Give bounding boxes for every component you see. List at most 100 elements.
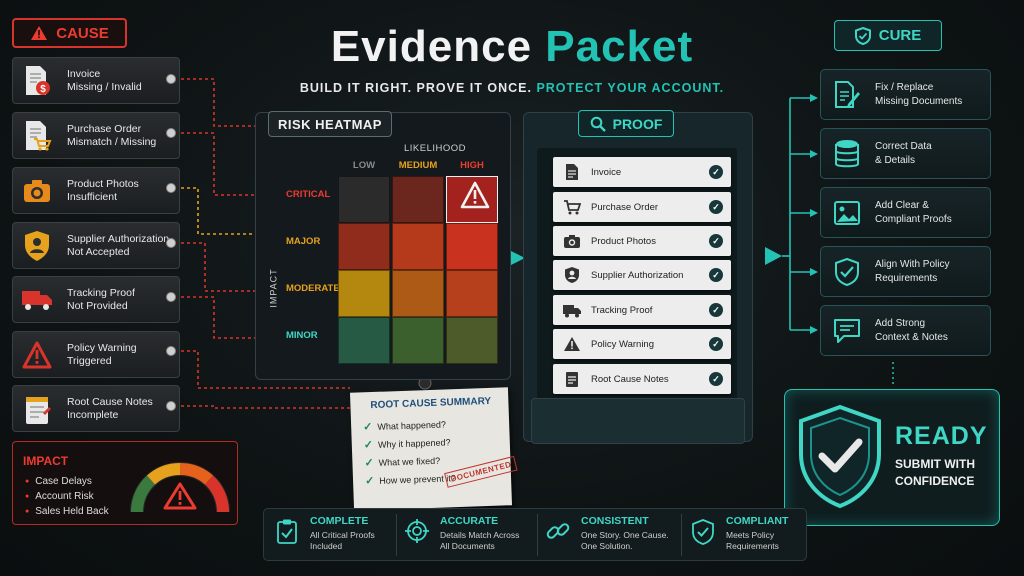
purchase-order-cart-icon (19, 118, 55, 154)
warning-triangle-icon (460, 181, 490, 209)
notepad-icon (561, 370, 583, 388)
heatmap-x-axis-label: LIKELIHOOD (404, 143, 467, 154)
proof-doc-product-photos[interactable]: Product Photos✓ (553, 226, 731, 256)
heatmap-cell (338, 223, 390, 270)
cure-item-correct-data[interactable]: Correct Data & Details (820, 128, 991, 179)
person-badge-icon (561, 266, 583, 284)
magnifier-icon (590, 116, 606, 132)
page-title: Evidence Packet (330, 22, 694, 71)
heatmap-cell (392, 223, 444, 270)
document-pen-icon (831, 79, 863, 111)
proof-doc-supplier-authorization[interactable]: Supplier Authorization✓ (553, 260, 731, 290)
proof-doc-policy-warning[interactable]: Policy Warning✓ (553, 329, 731, 359)
heatmap-cell (338, 270, 390, 317)
heatmap-y-axis-label: IMPACT (268, 268, 279, 308)
cause-item-root-cause-notes[interactable]: Root Cause Notes Incomplete (12, 385, 180, 432)
feature-divider (681, 514, 682, 556)
check-icon: ✓ (709, 268, 723, 282)
impact-list: Case Delays Account Risk Sales Held Back (25, 474, 108, 519)
heatmap-cell (446, 176, 498, 223)
connector-dot (166, 74, 176, 84)
camera-icon (561, 234, 583, 249)
connector-dot (166, 238, 176, 248)
heatmap-row-major: MAJOR (286, 236, 321, 247)
features-strip (263, 508, 807, 561)
heatmap-row-minor: MINOR (286, 330, 318, 341)
proof-doc-tracking-proof[interactable]: Tracking Proof✓ (553, 295, 731, 325)
check-icon: ✓ (709, 165, 723, 179)
folder-front-pocket (531, 398, 745, 444)
impact-panel: IMPACT Case Delays Account Risk Sales He… (12, 441, 238, 525)
invoice-dollar-icon: $ (19, 63, 55, 99)
cause-item-supplier-authorization[interactable]: Supplier Authorization Not Accepted (12, 222, 180, 269)
clipboard-check-icon (272, 512, 302, 558)
check-icon: ✓ (709, 200, 723, 214)
feature-divider (537, 514, 538, 556)
cause-item-policy-warning[interactable]: Policy Warning Triggered (12, 331, 180, 378)
camera-icon (19, 173, 55, 209)
database-icon (831, 138, 863, 170)
svg-text:$: $ (40, 84, 46, 95)
cure-item-fix-documents[interactable]: Fix / Replace Missing Documents (820, 69, 991, 120)
heatmap-column-high: HIGH (460, 160, 484, 171)
root-cause-summary-note: ROOT CAUSE SUMMARY What happened? Why it… (349, 387, 518, 511)
heatmap-cell (338, 176, 390, 223)
feature-divider (396, 514, 397, 556)
warning-gauge-icon (130, 462, 230, 513)
connector-dot (166, 401, 176, 411)
check-icon: ✓ (709, 337, 723, 351)
heatmap-cell (392, 317, 444, 364)
cure-item-align-policy[interactable]: Align With Policy Requirements (820, 246, 991, 297)
target-icon (402, 512, 432, 558)
heatmap-row-moderate: MODERATE (286, 283, 340, 294)
proof-header: PROOF (578, 110, 674, 137)
check-icon: ✓ (709, 372, 723, 386)
shield-check-icon (799, 404, 881, 509)
cure-item-add-context[interactable]: Add Strong Context & Notes (820, 305, 991, 356)
warning-triangle-icon (561, 336, 583, 352)
warning-triangle-icon (19, 337, 55, 373)
ready-panel: READY SUBMIT WITH CONFIDENCE (784, 389, 1000, 526)
page-subtitle: BUILD IT RIGHT. PROVE IT ONCE. PROTECT Y… (299, 81, 725, 95)
warning-triangle-icon (31, 26, 48, 40)
heatmap-title: RISK HEATMAP (268, 111, 392, 137)
cause-item-product-photos[interactable]: Product Photos Insufficient (12, 167, 180, 214)
cure-item-add-proofs[interactable]: Add Clear & Compliant Proofs (820, 187, 991, 238)
cure-header: CURE (834, 20, 942, 51)
proof-doc-root-cause-notes[interactable]: Root Cause Notes✓ (553, 364, 731, 394)
supplier-badge-icon (19, 228, 55, 264)
truck-icon (19, 282, 55, 318)
shield-icon (854, 26, 871, 45)
heatmap-cell (446, 317, 498, 364)
connector-dot (166, 128, 176, 138)
heatmap-cell (446, 270, 498, 317)
document-icon (561, 163, 583, 181)
chat-notes-icon (831, 315, 863, 347)
cause-item-tracking-proof[interactable]: Tracking Proof Not Provided (12, 276, 180, 323)
connector-dot (166, 183, 176, 193)
cause-item-purchase-order[interactable]: Purchase Order Mismatch / Missing (12, 112, 180, 159)
heatmap-cell (392, 176, 444, 223)
proof-doc-purchase-order[interactable]: Purchase Order✓ (553, 192, 731, 222)
connector-dot (166, 292, 176, 302)
cause-header: CAUSE (12, 18, 127, 48)
link-icon (543, 512, 573, 558)
truck-icon (561, 303, 583, 318)
heatmap-row-critical: CRITICAL (286, 189, 331, 200)
heatmap-column-medium: MEDIUM (398, 160, 438, 171)
shield-check-icon (831, 256, 863, 288)
check-icon: ✓ (709, 303, 723, 317)
cart-icon (561, 199, 583, 215)
shield-check-icon (688, 512, 718, 558)
connector-dot (166, 346, 176, 356)
heatmap-cell (446, 223, 498, 270)
heatmap-column-low: LOW (352, 160, 376, 171)
proof-doc-invoice[interactable]: Invoice✓ (553, 157, 731, 187)
check-icon: ✓ (709, 234, 723, 248)
cause-item-invoice[interactable]: $ Invoice Missing / Invalid (12, 57, 180, 104)
heatmap-cell (392, 270, 444, 317)
